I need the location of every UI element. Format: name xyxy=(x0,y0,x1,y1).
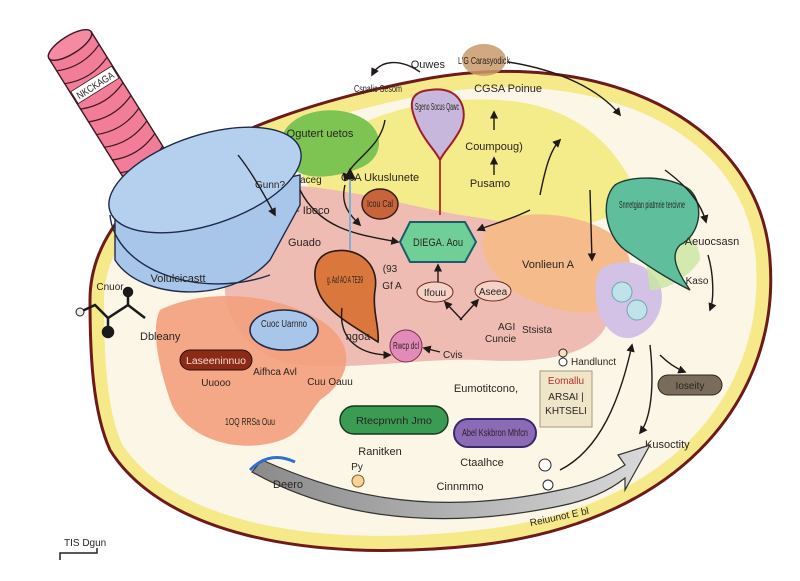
label-eumotitcon: Eumotitcono, xyxy=(454,383,518,395)
label-ctaalhce: Ctaalhce xyxy=(460,457,503,469)
pink-circle[interactable] xyxy=(389,329,423,363)
green-blob xyxy=(280,110,380,177)
label-ca-line: CsA Ukuslunete xyxy=(341,172,419,184)
oval-right-label: Aseea xyxy=(479,287,508,298)
small-circle xyxy=(542,479,554,491)
label-compound: Coumpoug) xyxy=(465,141,522,153)
top-brown-circle-label: L'G Carasyodick xyxy=(458,56,511,67)
label-dbleany: Dbleany xyxy=(140,331,181,343)
label-aifhca: Aifhca Avl xyxy=(253,367,297,378)
top-brown-circle xyxy=(462,44,506,76)
label-iboco: - Iboco xyxy=(296,205,330,217)
label-handlunct: Handlunct xyxy=(571,357,616,368)
label-cuu-oauu: Cuu Oauu xyxy=(307,377,353,388)
label-caga-pointe: CGSA Poinue xyxy=(474,83,542,95)
label-ngoa: ngoa xyxy=(346,331,371,343)
receptor-label: Volulcicastt xyxy=(150,273,205,285)
gray-curved-arrow xyxy=(251,443,652,520)
label-pusamo: Pusamo xyxy=(470,178,510,190)
blue-accent-line xyxy=(248,456,296,472)
label-gna: Gf A xyxy=(382,281,402,292)
label-guado: Guado xyxy=(288,237,321,249)
orange-droplet xyxy=(314,249,380,344)
green-pill-label: Rtecpnvnh Jmo xyxy=(356,416,432,427)
hexagon-label: DIEGA. Aou xyxy=(413,237,463,249)
label-uuooo: Uuooo xyxy=(201,378,231,389)
label-deero: Deero xyxy=(273,479,303,491)
label-kaso: Kaso xyxy=(686,276,709,287)
purple-pill-label: Abel Kskbron Mhfcn xyxy=(462,428,528,439)
small-circle xyxy=(558,348,568,358)
label-agi: AGI xyxy=(498,322,515,333)
label-kusoctity: Kusoctity xyxy=(645,439,690,451)
vesicle xyxy=(626,299,648,321)
brown-oval-label: Icou Cal xyxy=(367,199,393,210)
sticky-note: Eomallu ARSAI | KHTSELI xyxy=(539,370,593,428)
pathway-arrows xyxy=(237,61,717,471)
label-aeuocsasn: Aeuocsasn xyxy=(685,236,739,248)
teal-bubble xyxy=(605,177,700,291)
maroon-pill-label: Laseeninnuo xyxy=(186,356,246,367)
small-circle xyxy=(538,458,552,472)
label-quwes: Quwes xyxy=(411,59,446,71)
molecule-icon xyxy=(75,286,146,339)
receptor-disk xyxy=(108,126,302,293)
brown-oval xyxy=(361,188,399,220)
label-cvis: Cvis xyxy=(443,350,462,361)
note-line-1: ARSAI | xyxy=(548,392,583,403)
small-circle xyxy=(558,357,568,367)
brown-pill[interactable] xyxy=(657,374,723,396)
orange-droplet-label: g. Aaf AO A TE39 xyxy=(327,275,363,286)
brown-pill-label: Ioseity xyxy=(676,381,705,392)
teal-bubble-line-1: Snrretgian piatmrie tercivne xyxy=(619,200,685,211)
note-line-2: KHTSELI xyxy=(545,406,587,417)
purple-pill[interactable] xyxy=(453,418,537,448)
label-c93: (93 xyxy=(383,264,398,275)
label-cspalic: Cspalic Sesom xyxy=(354,84,402,95)
hexagon-organelle[interactable] xyxy=(398,221,478,263)
pink-circle-label: Rwcp dcl xyxy=(393,341,419,352)
oval-right[interactable] xyxy=(474,280,512,302)
green-blob-label-1: Ogutert uetos xyxy=(287,128,354,140)
oval-left-label: Ifouu xyxy=(424,288,446,299)
scale-bar xyxy=(59,548,98,560)
molecule-label: Cnuor xyxy=(96,282,124,293)
green-pill[interactable] xyxy=(339,405,449,435)
small-circle xyxy=(351,474,365,488)
label-py: Py xyxy=(351,462,363,473)
label-cuncie: Cuncie xyxy=(485,334,517,345)
maroon-pill[interactable] xyxy=(179,349,253,371)
peach-region xyxy=(482,214,631,313)
label-aceg: aceg xyxy=(300,175,322,186)
label-vonlieun: Vonlieun A xyxy=(522,259,575,271)
label-rrsa: 1OQ RRSa Ouu xyxy=(225,417,275,428)
blue-oval-label: Cuoc Uarnno xyxy=(261,319,307,330)
oval-left[interactable] xyxy=(416,281,454,303)
blue-oval[interactable] xyxy=(249,309,319,351)
label-cinnmmo: Cinnmmo xyxy=(436,481,483,493)
scale-bar-label: TIS Dgun xyxy=(64,538,106,549)
teardrop-label: Sgeno Socus Qawc xyxy=(415,102,459,113)
vesicle xyxy=(611,281,633,303)
label-stasta: Stsista xyxy=(522,325,552,336)
receptor-side-label: Gunn? xyxy=(255,180,285,191)
note-title: Eomallu xyxy=(548,376,584,387)
label-ranitken: Ranitken xyxy=(358,446,401,458)
lilac-region xyxy=(595,262,662,339)
